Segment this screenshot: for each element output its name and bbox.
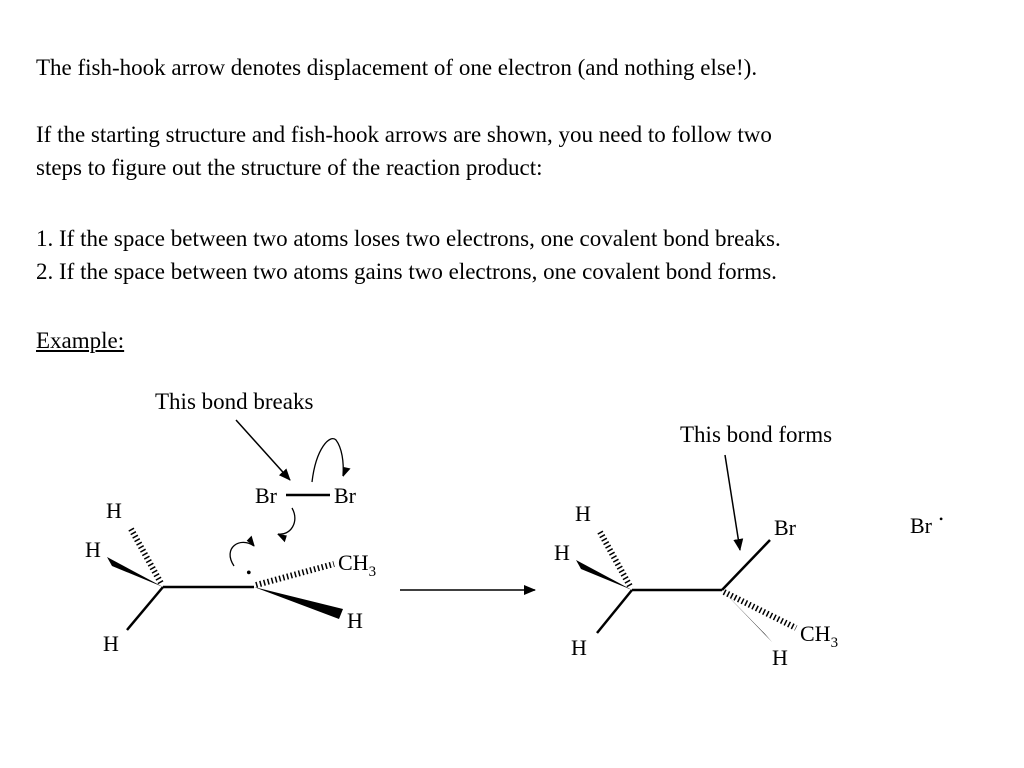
h-atom-left-top: H — [106, 498, 122, 523]
forms-pointer-arrow — [724, 454, 744, 551]
wedge-bond-prod-h — [722, 590, 772, 642]
fishhook-arrow-bond-to-br — [277, 507, 296, 543]
breaks-pointer-arrow — [235, 419, 291, 481]
fishhook-arrow-br-br — [311, 438, 351, 483]
radical-dot: • — [246, 565, 252, 582]
label-bond-forms: This bond forms — [680, 422, 832, 447]
bond-prod-left-bottom — [596, 589, 633, 634]
wedge-bond-h-left — [254, 587, 343, 619]
bond-c-br-new — [721, 539, 771, 591]
br-radical-dot: • — [939, 512, 943, 526]
wedge-bond-left-mid — [107, 557, 163, 587]
instructions-line-1: If the starting structure and fish-hook … — [36, 122, 772, 147]
br-left-atom: Br — [255, 483, 278, 508]
bond-left-bottom — [126, 586, 164, 631]
h-atom-prod-right-bottom: H — [772, 645, 788, 670]
br-radical: Br — [910, 513, 933, 538]
intro-line: The fish-hook arrow denotes displacement… — [36, 55, 758, 80]
ch3-atom-left: CH3 — [338, 550, 376, 580]
h-atom-right-bottom: H — [347, 608, 363, 633]
rule-2: 2. If the space between two atoms gains … — [36, 259, 777, 284]
ch3-atom-right: CH3 — [800, 621, 838, 651]
rule-1: 1. If the space between two atoms loses … — [36, 226, 781, 251]
fishhook-arrow-radical — [229, 535, 255, 567]
h-atom-prod-left-mid: H — [554, 540, 570, 565]
hashed-bond-ch3-right — [722, 589, 798, 631]
hashed-bond-prod-left-top — [597, 530, 634, 590]
h-atom-left-mid: H — [85, 537, 101, 562]
br-right-atom: Br — [334, 483, 357, 508]
h-atom-prod-left-top: H — [575, 501, 591, 526]
wedge-bond-prod-left-mid — [576, 560, 632, 590]
hashed-bond-ch3-left — [255, 561, 335, 588]
label-bond-breaks: This bond breaks — [155, 389, 313, 414]
h-atom-left-bottom: H — [103, 631, 119, 656]
instructions-line-2: steps to figure out the structure of the… — [36, 155, 543, 180]
example-heading: Example: — [36, 328, 125, 353]
hashed-bond-left-top — [128, 527, 165, 587]
h-atom-prod-left-bottom: H — [571, 635, 587, 660]
br-atom-product: Br — [774, 515, 797, 540]
